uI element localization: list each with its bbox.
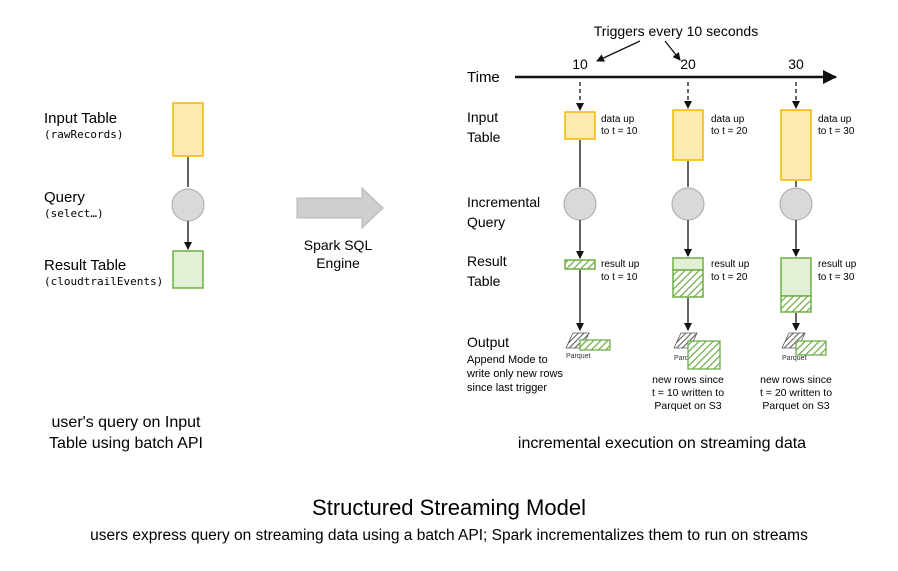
- column-t20: data up to t = 20 result up to t = 20 Pa…: [652, 82, 750, 412]
- result-box-new-rows: [564, 259, 596, 270]
- column-t10: data up to t = 10 result up to t = 10 Pa…: [563, 82, 640, 360]
- triggers-label: Triggers every 10 seconds: [594, 23, 758, 39]
- note-line1: new rows since: [652, 374, 724, 386]
- data-label-line1: data up: [818, 114, 852, 125]
- query-name: (select…): [44, 207, 104, 220]
- data-label-line2: to t = 20: [711, 126, 748, 137]
- input-table-label: Input Table: [44, 110, 117, 127]
- footer-subtitle: users express query on streaming data us…: [90, 527, 808, 544]
- row-input-line1: Input: [467, 109, 498, 125]
- row-output-label: Output: [467, 334, 509, 350]
- row-query-line1: Incremental: [467, 194, 540, 210]
- data-label-line2: to t = 30: [818, 126, 855, 137]
- result-box-previous-rows: [672, 257, 704, 271]
- parquet-label: Parquet: [566, 353, 591, 360]
- time-label: Time: [467, 69, 500, 86]
- result-table-label: Result Table: [44, 257, 126, 274]
- input-box: [564, 111, 596, 140]
- row-labels: Input Table Incremental Query Result Tab…: [466, 109, 563, 394]
- row-query-line2: Query: [467, 214, 505, 230]
- engine: Spark SQL Engine: [296, 186, 384, 271]
- result-table-name: (cloudtrailEvents): [44, 275, 163, 288]
- output-new-rows-box: [795, 340, 827, 356]
- result-label-line1: result up: [711, 259, 750, 270]
- note-line2: t = 10 written to: [652, 387, 724, 399]
- result-label-line2: to t = 30: [818, 272, 855, 283]
- query-node: [563, 187, 597, 221]
- left-caption-line2: Table using batch API: [49, 435, 203, 452]
- footer-title: Structured Streaming Model: [312, 495, 586, 520]
- note-line1: new rows since: [760, 374, 832, 386]
- footer: Structured Streaming Model users express…: [90, 495, 808, 544]
- append-mode-line2: write only new rows: [466, 368, 563, 380]
- trigger-arrow-left: [596, 40, 641, 62]
- query-node: [671, 187, 705, 221]
- note-line3: Parquet on S3: [654, 400, 721, 412]
- output-new-rows-box: [579, 339, 611, 351]
- result-label-line1: result up: [601, 259, 640, 270]
- tick-20: 20: [680, 56, 696, 72]
- input-table-name: (rawRecords): [44, 128, 123, 141]
- input-box: [672, 109, 704, 161]
- note-line2: t = 20 written to: [760, 387, 832, 399]
- data-label-line1: data up: [601, 114, 635, 125]
- input-box: [780, 109, 812, 181]
- append-mode-line3: since last trigger: [467, 382, 547, 394]
- right-caption: incremental execution on streaming data: [518, 435, 806, 452]
- row-result-line1: Result: [467, 253, 507, 269]
- left-panel: Input Table (rawRecords) Query (select…)…: [44, 102, 205, 452]
- result-table-box: [172, 250, 204, 289]
- engine-arrow: [296, 186, 384, 230]
- engine-label-line2: Engine: [316, 255, 360, 271]
- row-input-line2: Table: [467, 129, 501, 145]
- parquet-label: Parquet: [782, 355, 807, 362]
- data-label-line2: to t = 10: [601, 126, 638, 137]
- column-t30: data up to t = 30 result up to t = 30 Pa…: [760, 82, 857, 412]
- append-mode-line1: Append Mode to: [467, 354, 548, 366]
- result-label-line2: to t = 20: [711, 272, 748, 283]
- query-label: Query: [44, 189, 85, 206]
- data-label-line1: data up: [711, 114, 745, 125]
- note-line3: Parquet on S3: [762, 400, 829, 412]
- tick-30: 30: [788, 56, 804, 72]
- query-node: [171, 188, 205, 222]
- result-box-new-rows: [780, 295, 812, 313]
- parquet-label: Parq: [674, 355, 689, 362]
- tick-10: 10: [572, 56, 588, 72]
- result-box-new-rows: [672, 269, 704, 298]
- row-result-line2: Table: [467, 273, 501, 289]
- engine-label-line1: Spark SQL: [304, 237, 373, 253]
- timeline: Triggers every 10 seconds Time 10 20 30: [467, 23, 837, 86]
- trigger-arrow-right: [664, 40, 681, 61]
- result-box-previous-rows: [780, 257, 812, 297]
- output-new-rows-box: [687, 340, 721, 370]
- input-table-box: [172, 102, 204, 157]
- result-label-line1: result up: [818, 259, 857, 270]
- left-caption-line1: user's query on Input: [52, 414, 201, 431]
- result-label-line2: to t = 10: [601, 272, 638, 283]
- query-node: [779, 187, 813, 221]
